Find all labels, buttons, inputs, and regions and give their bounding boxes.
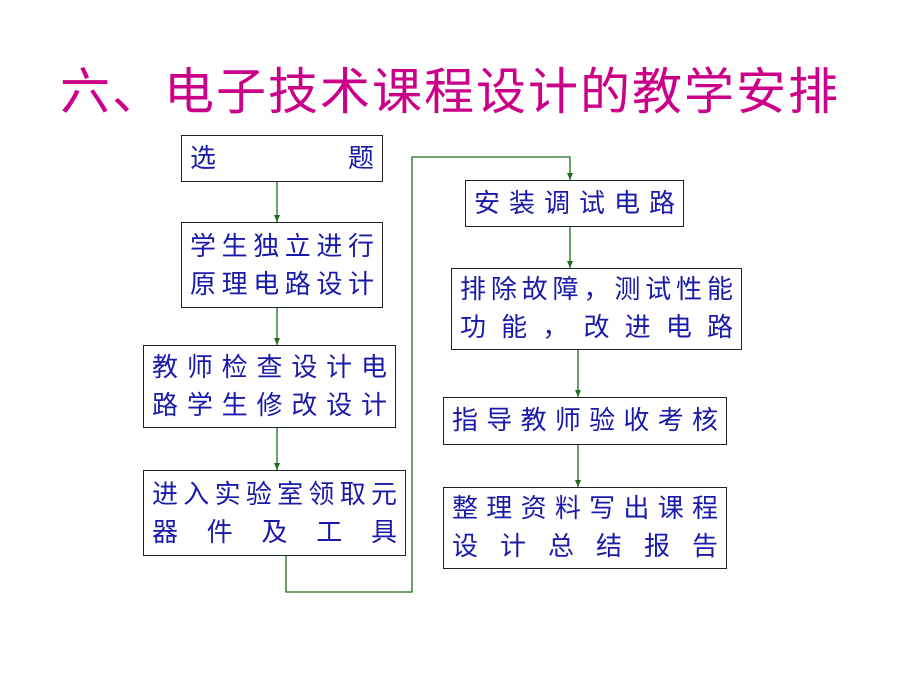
step-troubleshoot-line-1: 排除故障，测试性能 bbox=[460, 275, 733, 305]
step-acceptance: 指导教师验收考核 bbox=[443, 397, 727, 445]
step-enter-lab-line-2: 器件及工具 bbox=[152, 518, 397, 548]
step-final-report-line-2: 设计总结报告 bbox=[452, 532, 718, 562]
step-final-report: 整理资料写出课程 设计总结报告 bbox=[443, 487, 727, 569]
step-teacher-check: 教师检查设计电 路学生修改设计 bbox=[143, 345, 396, 428]
step-enter-lab: 进入实验室领取元 器件及工具 bbox=[143, 470, 406, 556]
step-student-design-line-1: 学生独立进行 bbox=[190, 232, 374, 262]
step-student-design: 学生独立进行 原理电路设计 bbox=[181, 222, 383, 308]
step-install-debug: 安装调试电路 bbox=[465, 180, 684, 227]
step-install-debug-line-1: 安装调试电路 bbox=[474, 189, 675, 219]
step-troubleshoot-line-2: 功能，改进电路 bbox=[460, 313, 733, 343]
step-teacher-check-line-2: 路学生修改设计 bbox=[152, 391, 387, 421]
step-student-design-line-2: 原理电路设计 bbox=[190, 270, 374, 300]
step-enter-lab-line-1: 进入实验室领取元 bbox=[152, 480, 397, 510]
page-title: 六、电子技术课程设计的教学安排 bbox=[60, 63, 840, 121]
step-final-report-line-1: 整理资料写出课程 bbox=[452, 494, 718, 524]
step-teacher-check-line-1: 教师检查设计电 bbox=[152, 353, 387, 383]
connector-lab-to-install bbox=[285, 156, 573, 593]
step-select-topic: 选 题 bbox=[181, 135, 383, 182]
step-acceptance-line-1: 指导教师验收考核 bbox=[452, 406, 718, 436]
step-troubleshoot: 排除故障，测试性能 功能，改进电路 bbox=[451, 268, 742, 350]
step-select-topic-line-1: 选 题 bbox=[190, 144, 374, 174]
